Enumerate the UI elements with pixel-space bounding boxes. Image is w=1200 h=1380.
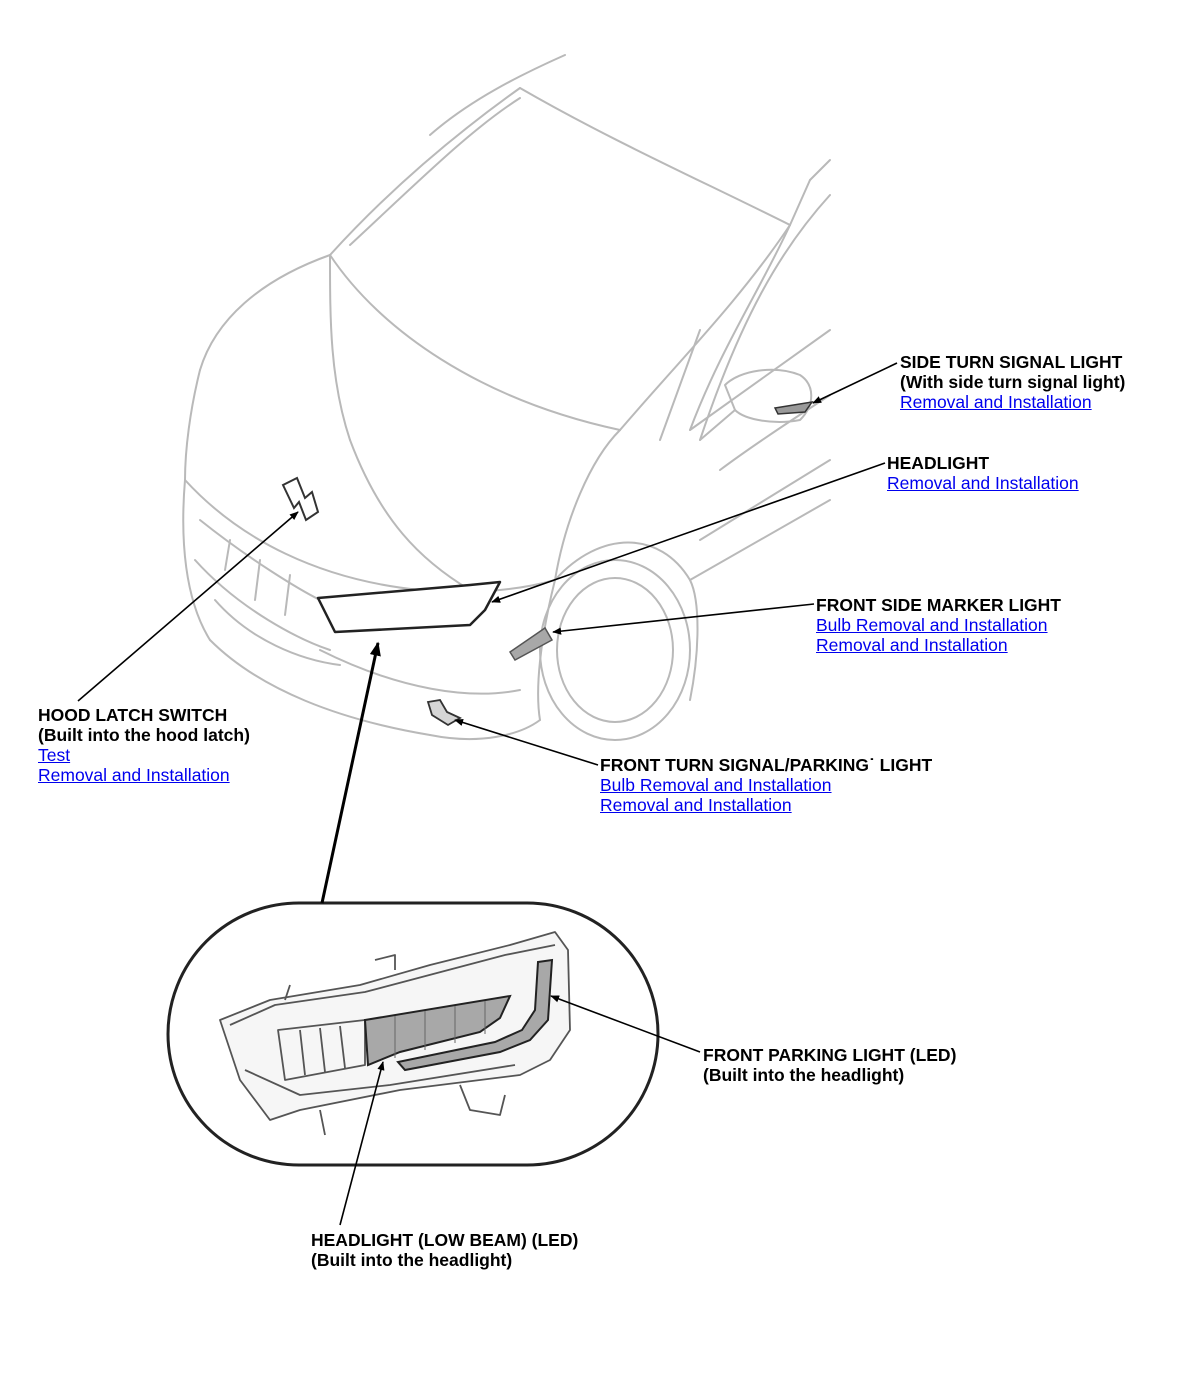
callout-hood-latch-switch: HOOD LATCH SWITCH (Built into the hood l… [38, 705, 250, 785]
callout-title: SIDE TURN SIGNAL LIGHT [900, 352, 1123, 372]
side-marker-shape [508, 626, 554, 661]
callout-side-turn-signal-light: SIDE TURN SIGNAL LIGHT (With side turn s… [900, 352, 1125, 412]
removal-installation-link[interactable]: Removal and Installation [900, 392, 1092, 412]
removal-installation-link[interactable]: Removal and Installation [38, 765, 230, 785]
mirror-turn-signal-shape [773, 400, 814, 415]
callout-subtitle: (Built into the headlight) [703, 1065, 905, 1085]
callout-subtitle: (With side turn signal light) [900, 372, 1126, 392]
callout-subtitle: (Built into the headlight) [311, 1250, 513, 1270]
low-beam-led-shape [363, 994, 512, 1067]
callout-subtitle: (Built into the hood latch) [38, 725, 250, 745]
headlight-unit-shape [316, 580, 502, 634]
callout-headlight-low-beam-led: HEADLIGHT (LOW BEAM) (LED) (Built into t… [311, 1230, 578, 1270]
callout-title: FRONT TURN SIGNAL/PARKING˙ LIGHT [600, 755, 933, 775]
bulb-removal-installation-link[interactable]: Bulb Removal and Installation [600, 775, 832, 795]
removal-installation-link[interactable]: Removal and Installation [600, 795, 792, 815]
car-body [182, 54, 831, 741]
callout-title: FRONT SIDE MARKER LIGHT [816, 595, 1061, 615]
callout-headlight: HEADLIGHT Removal and Installation [887, 453, 1079, 493]
callout-title: HEADLIGHT [887, 453, 990, 473]
removal-installation-link[interactable]: Removal and Installation [816, 635, 1008, 655]
turn-signal-shape [426, 699, 462, 727]
callout-front-parking-light-led: FRONT PARKING LIGHT (LED) (Built into th… [703, 1045, 956, 1085]
callout-front-side-marker-light: FRONT SIDE MARKER LIGHT Bulb Removal and… [816, 595, 1061, 655]
bulb-removal-installation-link[interactable]: Bulb Removal and Installation [816, 615, 1048, 635]
removal-installation-link[interactable]: Removal and Installation [887, 473, 1079, 493]
inset-pointer-line [320, 641, 381, 904]
callout-title: FRONT PARKING LIGHT (LED) [703, 1045, 957, 1065]
test-link[interactable]: Test [38, 745, 71, 765]
hood-latch-switch-shape [281, 476, 320, 522]
leader-lines [77, 362, 898, 1226]
low-beam-led-ribs [394, 1001, 486, 1058]
callout-front-turn-signal-parking-light: FRONT TURN SIGNAL/PARKING˙ LIGHT Bulb Re… [600, 755, 932, 815]
callout-title: HEADLIGHT (LOW BEAM) (LED) [311, 1230, 579, 1250]
callout-title: HOOD LATCH SWITCH [38, 705, 228, 725]
parking-light-led-shape [396, 958, 554, 1072]
